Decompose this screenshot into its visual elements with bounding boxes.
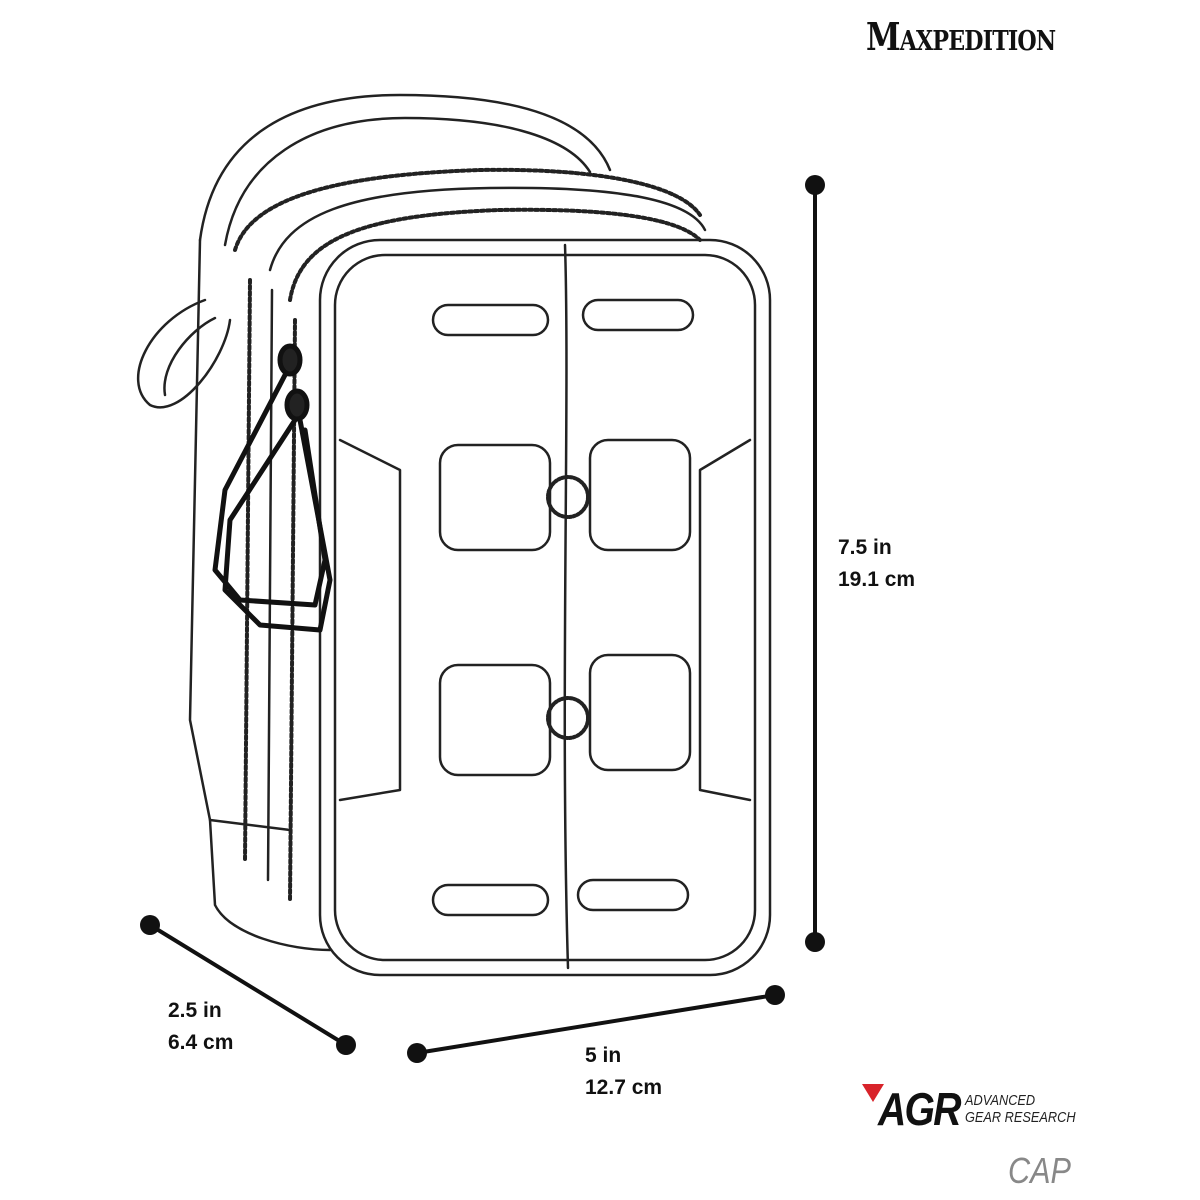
product-name: CAP	[1008, 1150, 1071, 1191]
agr-triangle-icon	[862, 1084, 884, 1102]
pouch-side	[188, 238, 332, 952]
brand-logo: MAXPEDITION	[866, 14, 1056, 59]
height-imperial: 7.5 in	[838, 536, 892, 559]
zipper-track	[233, 167, 702, 252]
top-handle	[198, 93, 612, 242]
front-panel	[318, 238, 772, 977]
width-imperial: 5 in	[585, 1044, 622, 1067]
center-seam	[563, 243, 570, 970]
width-metric: 12.7 cm	[585, 1076, 663, 1099]
agr-line2: Gear Research	[965, 1109, 1076, 1126]
dimension-lines	[148, 183, 817, 1055]
slots	[431, 298, 695, 917]
height-metric: 19.1 cm	[838, 568, 916, 591]
agr-line1: Advanced	[965, 1092, 1036, 1109]
depth-imperial: 2.5 in	[168, 999, 222, 1022]
side-loop	[137, 298, 232, 409]
zipper-pulls	[212, 343, 333, 633]
width-label: 5 in 12.7 cm	[585, 1040, 662, 1104]
agr-subtitle: Advanced Gear Research	[965, 1092, 1076, 1126]
agr-logo: AGR	[878, 1083, 962, 1135]
depth-metric: 6.4 cm	[168, 1031, 234, 1054]
depth-label: 2.5 in 6.4 cm	[168, 995, 233, 1059]
height-label: 7.5 in 19.1 cm	[838, 532, 915, 596]
